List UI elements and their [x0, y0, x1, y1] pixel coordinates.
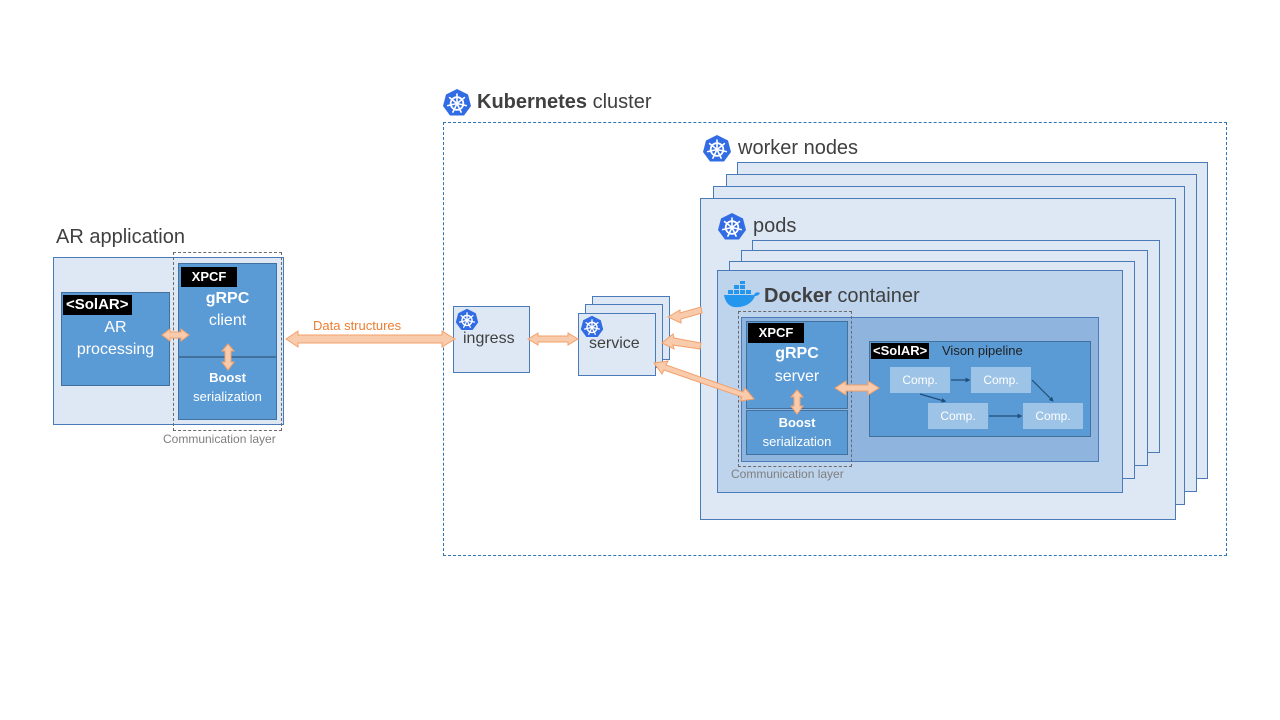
arrow-server-boost [789, 389, 805, 415]
communication-layer-client-label: Communication layer [163, 432, 276, 446]
data-structures-label: Data structures [313, 318, 402, 333]
arrow-service-server [653, 360, 755, 402]
vision-pipeline-title: Vison pipeline [942, 343, 1023, 358]
boost-client-label: Boost [209, 370, 246, 385]
component-2: Comp. [970, 366, 1032, 394]
arrow-client-boost [220, 343, 236, 371]
ar-application-title: AR application [56, 226, 185, 248]
serialization-client-label: serialization [193, 389, 262, 404]
docker-container-title: Docker container [764, 285, 920, 308]
xpcf-tag-client: XPCF [181, 267, 237, 287]
kubernetes-cluster-title: Kubernetes cluster [477, 91, 652, 114]
kubernetes-word: Kubernetes [477, 91, 588, 113]
solar-tag-pipeline: <SolAR> [871, 343, 930, 359]
double-arrow-group [161, 306, 880, 415]
boost-server-label: Boost [778, 415, 816, 430]
arrow-processing-client [161, 328, 190, 342]
communication-layer-server-label: Communication layer [731, 467, 844, 481]
component-4: Comp. [1022, 402, 1084, 430]
xpcf-tag-server: XPCF [748, 323, 804, 343]
pipeline-connectors [919, 377, 1054, 419]
solar-tag: <SolAR> [63, 295, 132, 315]
component-3: Comp. [927, 402, 989, 430]
docker-whale-icon [724, 281, 760, 308]
pods-label: pods [753, 215, 797, 237]
arrow-service-pod-2 [661, 333, 702, 350]
grpc-server-label: gRPC [775, 345, 819, 362]
component-1: Comp. [889, 366, 951, 394]
worker-nodes-label: worker nodes [738, 137, 859, 159]
grpc-client-label: gRPC [205, 290, 250, 307]
arrow-data-structures [285, 330, 456, 348]
arrow-ingress-service [527, 332, 579, 346]
arrow-server-pipeline [834, 380, 880, 396]
communication-layer-client-frame [173, 252, 282, 431]
server-label: server [774, 368, 820, 385]
ar-processing-label-2: processing [76, 341, 155, 358]
serialization-server-label: serialization [762, 434, 832, 449]
client-label: client [208, 312, 247, 329]
arrow-service-pod-1 [666, 306, 703, 324]
service-label: service [589, 335, 640, 352]
connector-comp1-comp3 [919, 393, 947, 403]
connector-comp2-comp4 [1031, 379, 1054, 402]
cluster-word: cluster [592, 91, 652, 113]
ingress-label: ingress [463, 330, 515, 347]
ar-processing-label-1: AR [104, 319, 127, 336]
docker-word: Docker [764, 285, 832, 307]
container-word: container [837, 285, 920, 307]
